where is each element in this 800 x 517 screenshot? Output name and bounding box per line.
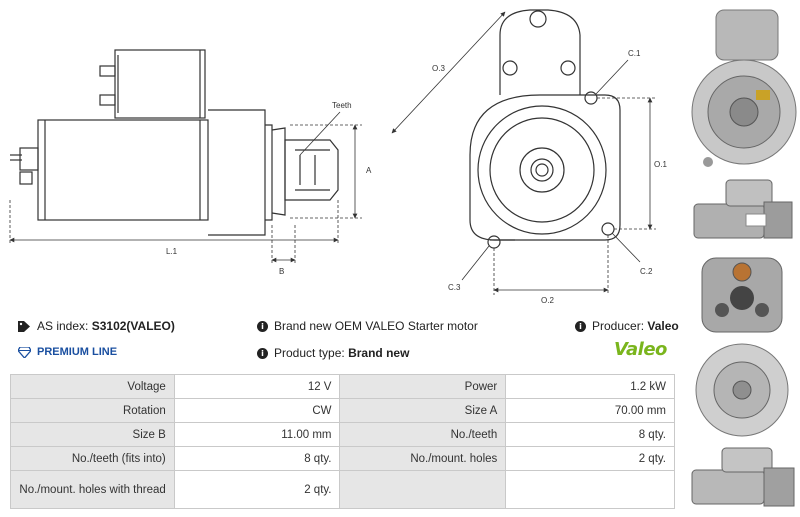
- product-photo-side: [693, 179, 793, 239]
- as-index-row: AS index: S3102(VALEO): [18, 319, 175, 333]
- product-photo-angle: [691, 447, 795, 507]
- description-row: i Brand new OEM VALEO Starter motor: [257, 319, 478, 333]
- spec-value: 70.00 mm: [505, 398, 675, 423]
- producer-value: Valeo: [647, 319, 679, 333]
- spec-value: CW: [173, 398, 341, 423]
- spec-label: Size A: [339, 398, 507, 423]
- label-a: A: [366, 166, 372, 175]
- label-o3: O.3: [432, 64, 445, 73]
- spec-label: No./mount. holes: [339, 446, 507, 471]
- spec-label: No./teeth: [339, 422, 507, 447]
- producer-row: i Producer: Valeo: [575, 319, 679, 333]
- product-type-value: Brand new: [348, 346, 410, 360]
- spec-value: 11.00 mm: [173, 422, 341, 447]
- product-type-row: i Product type: Brand new: [257, 346, 409, 360]
- spec-label: Voltage: [10, 374, 175, 399]
- diamond-icon: [18, 346, 31, 358]
- producer-label: Producer:: [592, 319, 645, 333]
- front-view: [469, 9, 621, 249]
- table-row: Rotation CW Size A 70.00 mm: [10, 398, 675, 423]
- info-icon: i: [257, 347, 268, 359]
- spec-label: No./teeth (fits into): [10, 446, 175, 471]
- product-photos: [682, 0, 800, 517]
- spec-value: 8 qty.: [173, 446, 341, 471]
- spec-value: 12 V: [173, 374, 341, 399]
- side-view: [10, 49, 339, 236]
- product-photo-rear: [695, 343, 789, 437]
- spec-label: Size B: [10, 422, 175, 447]
- label-c2: C.2: [640, 267, 653, 276]
- info-icon: i: [257, 320, 268, 332]
- spec-label: No./mount. holes with thread: [10, 470, 175, 509]
- spec-label: [339, 470, 507, 509]
- label-o1: O.1: [654, 160, 667, 169]
- product-photo-front: [691, 9, 797, 167]
- valeo-logo: Valeo: [614, 339, 667, 360]
- spec-value: 1.2 kW: [505, 374, 675, 399]
- table-row: Voltage 12 V Power 1.2 kW: [10, 374, 675, 399]
- as-index-value: S3102(VALEO): [91, 319, 175, 333]
- label-b: B: [279, 267, 284, 276]
- as-index-label: AS index:: [37, 319, 89, 333]
- specification-table: Voltage 12 V Power 1.2 kW Rotation CW Si…: [10, 374, 675, 509]
- table-row: No./teeth (fits into) 8 qty. No./mount. …: [10, 446, 675, 471]
- spec-label: Power: [339, 374, 507, 399]
- label-o2: O.2: [541, 296, 554, 305]
- table-row: No./mount. holes with thread 2 qty.: [10, 470, 675, 509]
- product-photo-top: [701, 257, 783, 333]
- spec-value: [505, 470, 675, 509]
- product-type-label: Product type:: [274, 346, 345, 360]
- label-teeth: Teeth: [332, 101, 352, 110]
- premium-line-row: PREMIUM LINE: [18, 346, 117, 358]
- tag-icon: [18, 320, 30, 332]
- label-c3: C.3: [448, 283, 461, 292]
- product-description: Brand new OEM VALEO Starter motor: [274, 319, 478, 333]
- technical-drawing: Teeth A L.1 B O.3 C.1 O.1 C.2 C.3 O.2: [9, 9, 667, 305]
- label-l1: L.1: [166, 247, 178, 256]
- spec-value: 2 qty.: [173, 470, 341, 509]
- label-c1: C.1: [628, 49, 641, 58]
- spec-label: Rotation: [10, 398, 175, 423]
- spec-value: 2 qty.: [505, 446, 675, 471]
- premium-line-label: PREMIUM LINE: [37, 346, 118, 358]
- spec-value: 8 qty.: [505, 422, 675, 447]
- table-row: Size B 11.00 mm No./teeth 8 qty.: [10, 422, 675, 447]
- info-icon: i: [575, 320, 586, 332]
